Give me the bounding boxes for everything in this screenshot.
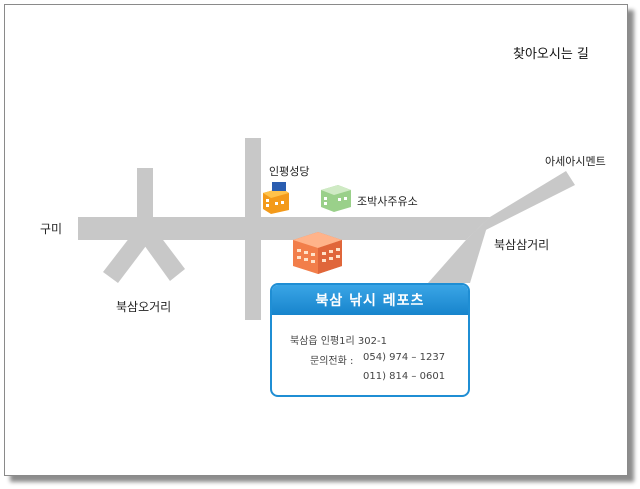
destination-address: 북삼읍 인평1리 302-1 [290, 336, 387, 347]
road-label-asea-cement: 아세아시멘트 [545, 155, 606, 168]
road-label-buksam-samgeori: 북삼삼거리 [494, 238, 550, 252]
phone-number-1: 054) 974 – 1237 [363, 352, 446, 363]
road-label-buksam-ogeori: 북삼오거리 [116, 300, 172, 314]
landmark-label-gas-station: 조박사주유소 [357, 195, 418, 208]
landmark-label-church: 인평성당 [269, 165, 310, 178]
road-vertical-center [245, 138, 261, 320]
road-diagonal-asea [466, 171, 575, 240]
road-vertical-left [137, 168, 153, 220]
phone-label: 문의전화 : [310, 356, 354, 367]
page-title: 찾아오시는 길 [513, 47, 589, 62]
road-main-horizontal [78, 217, 490, 240]
road-ogeori-left-branch [103, 228, 152, 283]
destination-title: 북삼 낚시 레포츠 [272, 285, 468, 315]
destination-info-card: 북삼 낚시 레포츠 북삼읍 인평1리 302-1 문의전화 : 054) 974… [270, 283, 470, 397]
destination-building-icon [293, 232, 342, 274]
road-diagonal-samgeori [428, 217, 490, 283]
phone-number-2: 011) 814 – 0601 [363, 371, 446, 382]
road-ogeori-right-branch [139, 228, 185, 281]
church-building-icon [263, 182, 289, 214]
gas-station-building-icon [321, 185, 351, 212]
road-label-gumi: 구미 [40, 222, 63, 236]
